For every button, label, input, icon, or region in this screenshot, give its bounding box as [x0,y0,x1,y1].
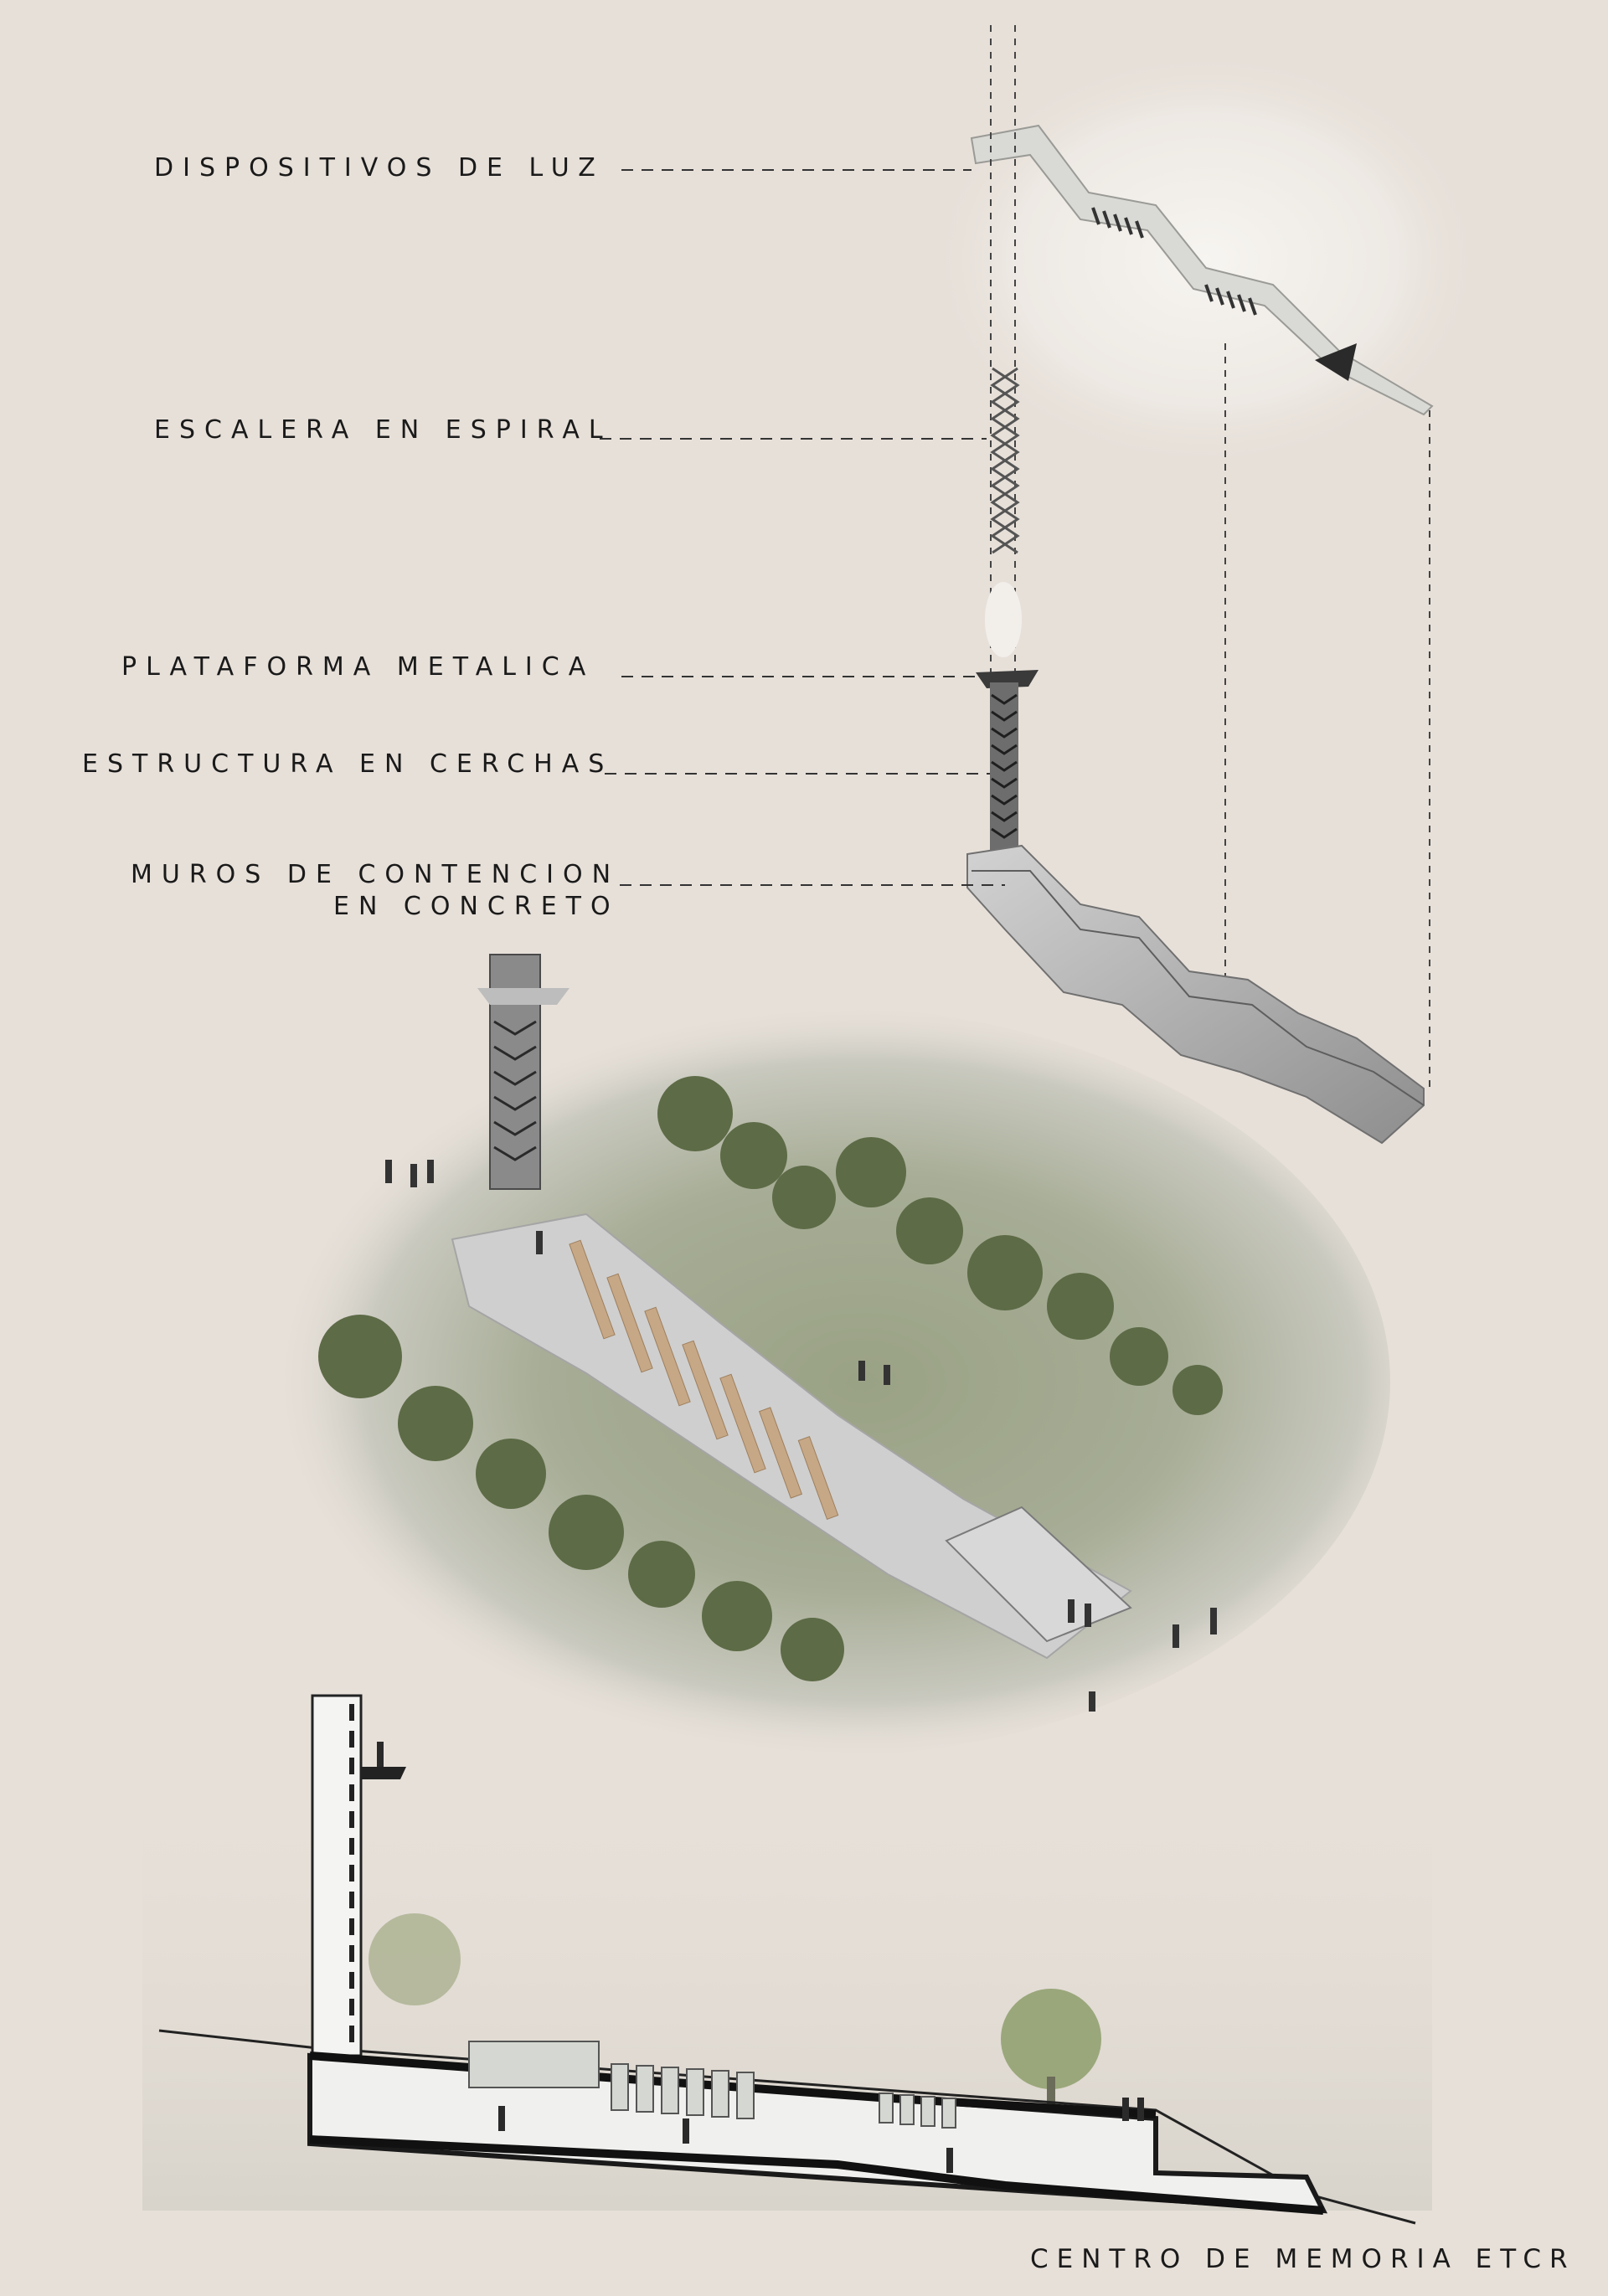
stair-haze [985,582,1022,657]
people [385,1160,1217,1712]
exploded-axonometric [600,25,1482,1145]
leader-lines [600,169,1005,886]
spiral-stair-element [990,367,1020,554]
floor-slab [309,2135,1324,2215]
aerial-tower-platform [477,988,570,1005]
section-tree-right-trunk [1047,2077,1055,2110]
aerial-tower-chevrons [493,1020,537,1161]
section-people [377,1742,1144,2173]
truss-chevrons [991,693,1018,839]
label-retaining-walls-line2: EN CONCRETO [333,892,620,921]
aerial-oval [218,1005,1390,1758]
section-tower-platform [361,1767,406,1779]
light-devices-element [970,124,1434,416]
section-tree-right [1001,1989,1101,2089]
truss-structure-element [990,682,1018,854]
wood-panels [569,1239,839,1521]
label-spiral-stair: ESCALERA EN ESPIRAL [154,415,612,445]
guide-lines-vertical [990,25,1430,1089]
label-metal-platform: PLATAFORMA METALICA [121,652,595,682]
glazed-panels [468,2041,956,2129]
light-device-slits [1091,207,1257,316]
label-truss-structure: ESTRUCTURA EN CERCHAS [82,749,614,779]
label-light-devices: DISPOSITIVOS DE LUZ [154,153,605,183]
retaining-walls-element [966,844,1425,1145]
trees [318,1076,1223,1681]
label-retaining-walls-line1: MUROS DE CONTENCION [131,860,621,889]
aerial-view [218,954,1390,1758]
section-tree-left [368,1913,461,2005]
building-section [142,1694,1432,2225]
drawing-title: CENTRO DE MEMORIA ETCR [1030,2244,1576,2274]
light-device-end [1315,343,1357,381]
